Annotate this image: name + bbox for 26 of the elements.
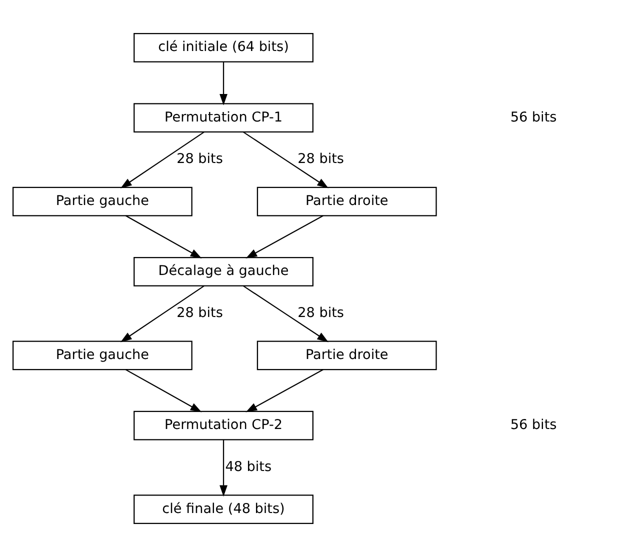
arrow <box>243 132 329 188</box>
arrow <box>220 62 228 106</box>
node-box: clé initiale (64 bits) <box>134 32 314 62</box>
edge-label: 48 bits <box>225 458 272 475</box>
edge-label: 28 bits <box>176 305 223 322</box>
arrow <box>126 369 202 412</box>
node-box: Partie droite <box>256 340 437 370</box>
arrow <box>246 369 324 412</box>
arrow <box>246 215 324 258</box>
node-box: Permutation CP-2 <box>134 410 314 440</box>
arrow <box>220 440 228 497</box>
node-box: Permutation CP-1 <box>134 103 314 133</box>
node-box: Partie gauche <box>12 186 192 216</box>
edge-label: 28 bits <box>298 151 344 168</box>
label: 56 bits <box>510 109 557 126</box>
edge-label: 28 bits <box>298 305 344 322</box>
arrow <box>120 285 204 342</box>
arrow <box>243 285 329 342</box>
node-box: clé finale (48 bits) <box>134 494 314 524</box>
label: 56 bits <box>510 417 557 434</box>
node-box: Partie gauche <box>12 340 192 370</box>
edge-label: 28 bits <box>176 151 223 168</box>
arrow <box>126 215 202 258</box>
arrow <box>120 132 204 188</box>
node-box: Partie droite <box>256 186 437 216</box>
node-box: Décalage à gauche <box>134 257 314 286</box>
